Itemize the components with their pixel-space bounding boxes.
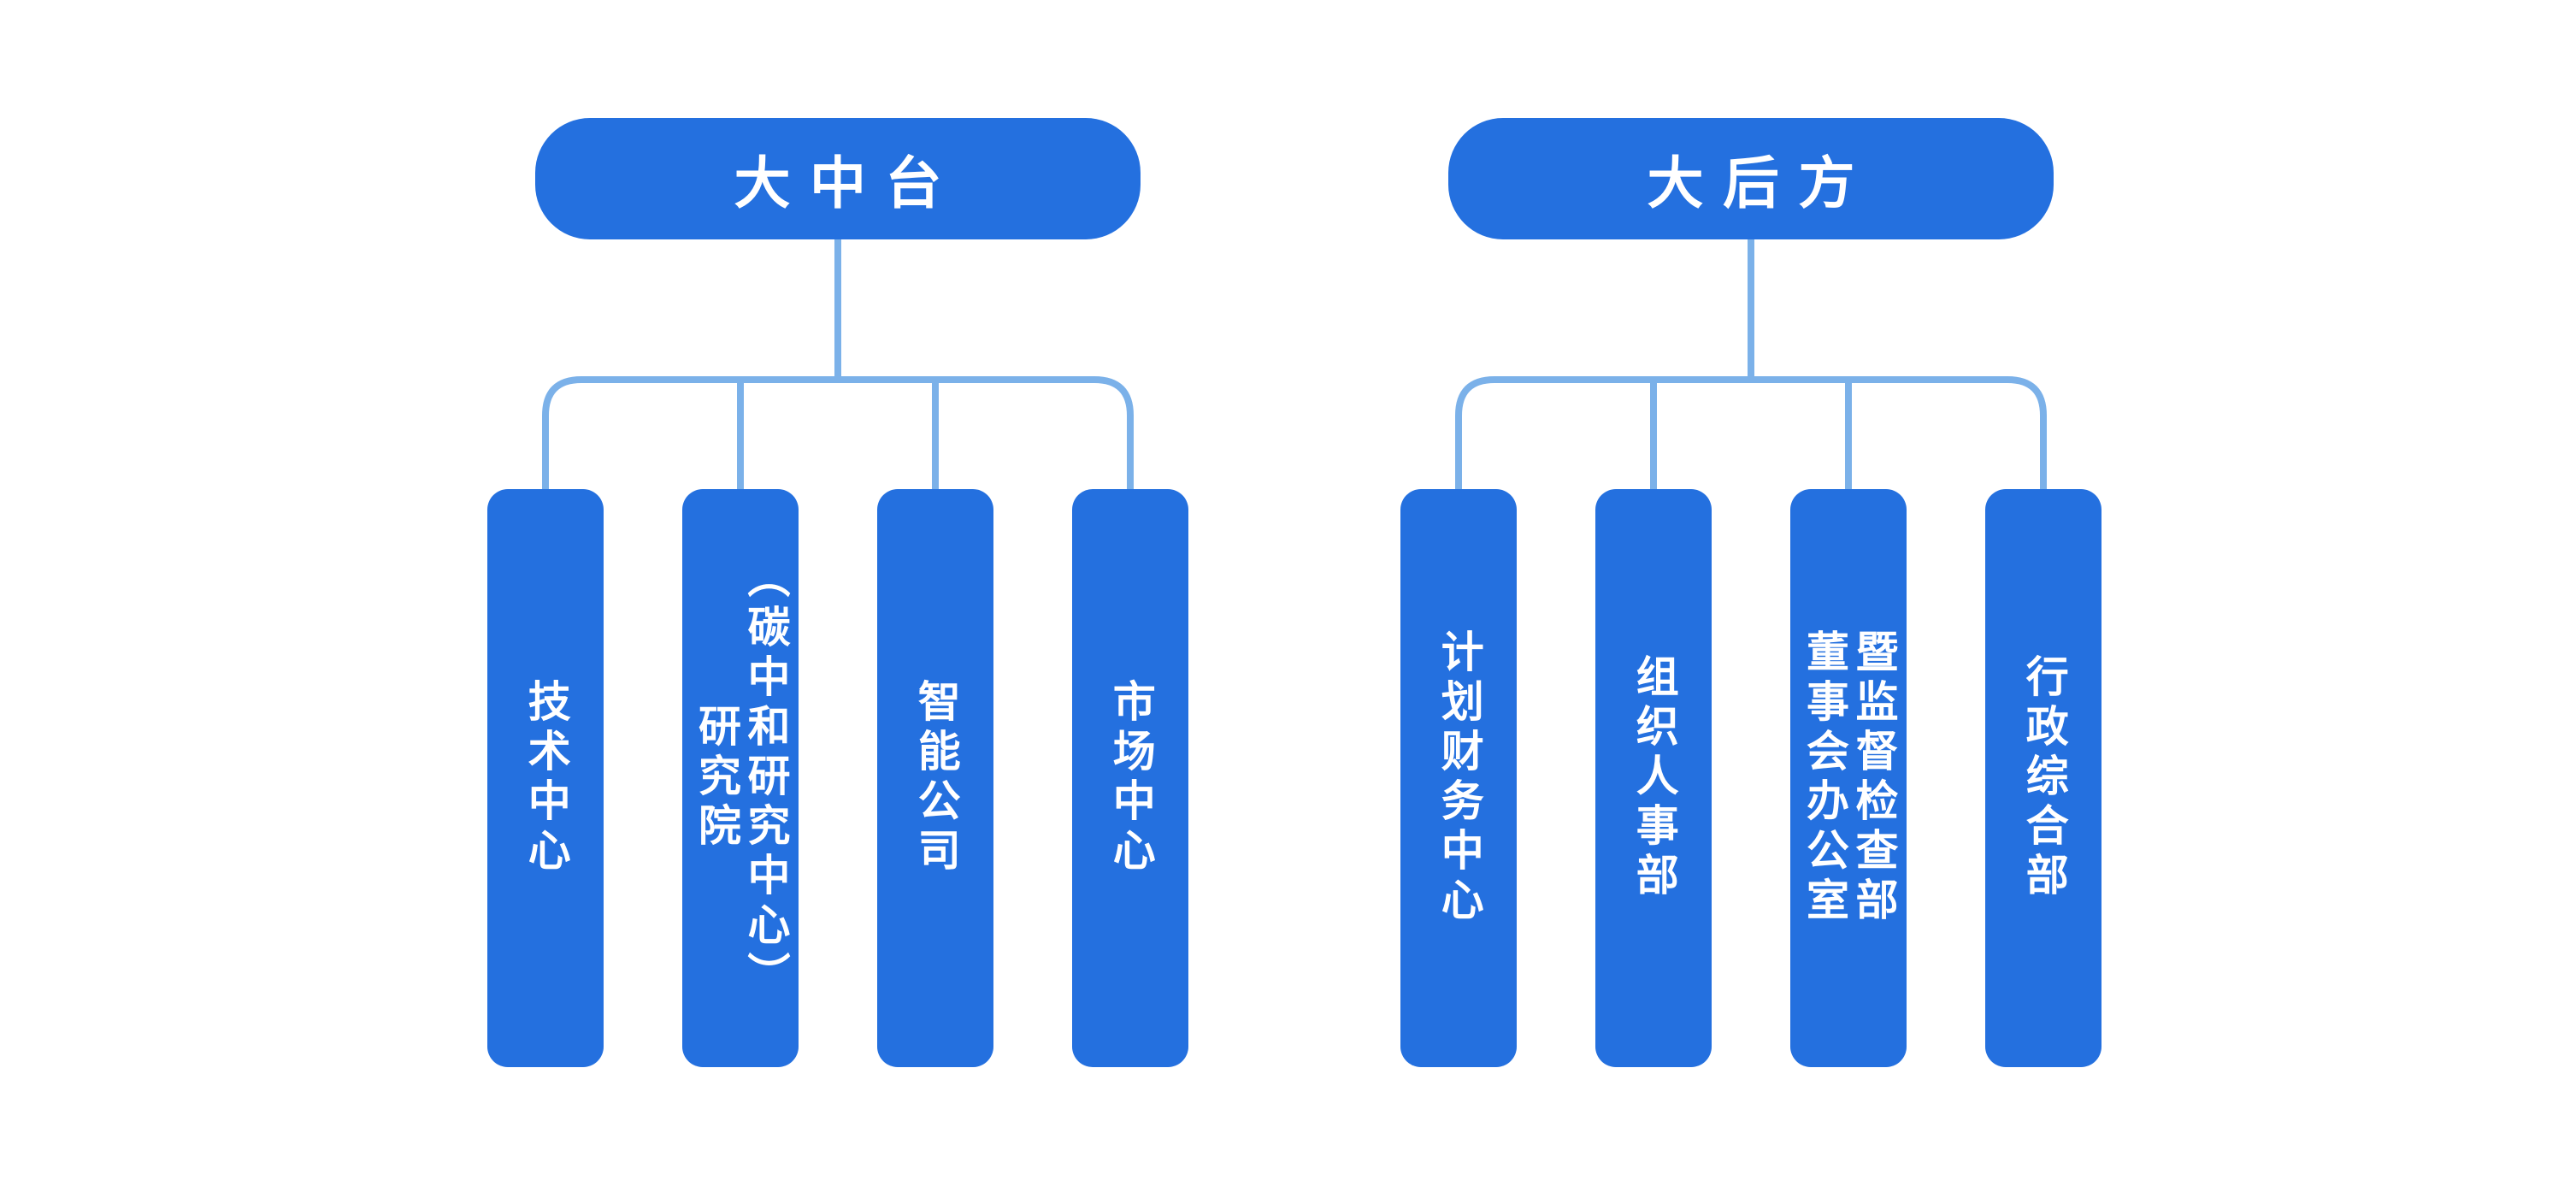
- left-branch-bus: [542, 376, 1134, 494]
- node-label: 计划财务中心: [1435, 629, 1483, 927]
- left-root-node[interactable]: 大中台: [535, 118, 1141, 239]
- left-root-label: 大中台: [734, 151, 961, 215]
- left-child-node-tech-center[interactable]: 技术中心: [487, 489, 604, 1067]
- left-tree-connectors: [542, 236, 1134, 494]
- node-label: 董事会办公室 暨监督检查部: [1801, 629, 1898, 927]
- node-label: 组织人事部: [1630, 654, 1678, 902]
- right-root-node[interactable]: 大后方: [1448, 118, 2054, 239]
- left-child-node-market-center[interactable]: 市场中心: [1072, 489, 1188, 1067]
- right-child-node-org-personnel-dept[interactable]: 组织人事部: [1595, 489, 1712, 1067]
- node-label: 行政综合部: [2019, 654, 2068, 902]
- right-child-node-admin-general-dept[interactable]: 行政综合部: [1985, 489, 2101, 1067]
- right-branch-bus: [1455, 376, 2047, 494]
- left-child-node-research-institute[interactable]: 研究院 （碳中和研究中心）: [682, 489, 799, 1067]
- node-label: 市场中心: [1106, 679, 1155, 877]
- node-label: 智能公司: [911, 679, 960, 877]
- right-child-node-board-office-supervision-dept[interactable]: 董事会办公室 暨监督检查部: [1790, 489, 1907, 1067]
- left-child-node-intelligent-company[interactable]: 智能公司: [877, 489, 993, 1067]
- right-root-label: 大后方: [1647, 151, 1874, 215]
- node-label: 研究院 （碳中和研究中心）: [693, 555, 790, 1001]
- right-tree-connectors: [1455, 236, 2047, 494]
- right-child-node-planning-finance-center[interactable]: 计划财务中心: [1400, 489, 1517, 1067]
- node-label: 技术中心: [522, 679, 570, 877]
